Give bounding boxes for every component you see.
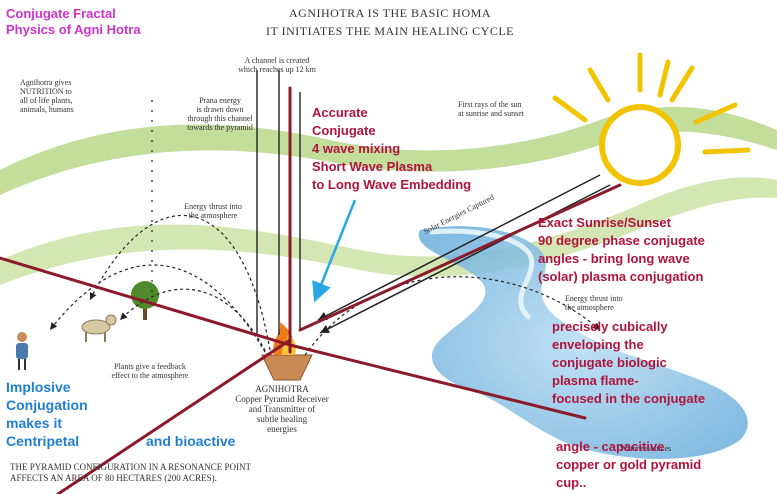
- green-wave-band-lower: [0, 177, 777, 285]
- energy-arc-left-2: [49, 264, 266, 353]
- agnihotra-pyramid: [261, 322, 313, 381]
- animal-illustration: [81, 314, 117, 342]
- title-line-2: IT INITIATES THE MAIN HEALING CYCLE: [265, 24, 515, 38]
- annotation-angle: angle - capacitive copper or gold pyrami…: [556, 439, 702, 490]
- annotation-cubic: precisely cubically enveloping the conju…: [552, 319, 706, 406]
- label-channel: A channel is created which reaches up 12…: [238, 56, 316, 74]
- label-energy-thrust-left: Energy thrust into the atmosphere: [184, 202, 242, 220]
- label-agnihotra: AGNIHOTRA Copper Pyramid Receiver and Tr…: [235, 384, 329, 434]
- solar-ray-arrow-2: [319, 184, 611, 334]
- label-first-rays: First rays of the sun at sunrise and sun…: [458, 100, 524, 118]
- energy-arc-left-3: [119, 288, 269, 357]
- title-line-1: AGNIHOTRA IS THE BASIC HOMA: [289, 6, 491, 20]
- label-plants-feedback: Plants give a feedback effect to the atm…: [111, 362, 189, 380]
- river-highlight: [429, 228, 535, 320]
- energy-arc-right: [304, 276, 601, 356]
- corner-label: Conjugate Fractal Physics of Agni Hotra: [6, 6, 141, 37]
- blue-pointer-arrow: [312, 199, 357, 303]
- solar-ray-arrow-1: [317, 174, 601, 321]
- annotation-accurate: Accurate Conjugate 4 wave mixing Short W…: [312, 105, 472, 192]
- sun: [552, 52, 751, 186]
- annotation-bioactive: and bioactive: [146, 433, 236, 449]
- person-illustration: [16, 332, 28, 370]
- label-water: Water resources: [620, 444, 672, 453]
- river: [418, 226, 748, 459]
- conjugate-line-diag-up: [298, 183, 622, 332]
- annotation-implosive: Implosive Conjugation makes it Centripet…: [6, 379, 88, 449]
- conjugate-line-diag-down: [56, 338, 292, 494]
- annotation-sunrise: Exact Sunrise/Sunset 90 degree phase con…: [538, 215, 705, 284]
- conjugate-line-horizontal-right: [288, 343, 587, 420]
- label-energy-thrust-right: Energy thrust into the atmosphere: [565, 294, 623, 312]
- conjugate-line-horizontal-left: [0, 256, 292, 347]
- energy-arc-left-1: [89, 214, 271, 351]
- label-bottom-caption: THE PYRAMID CONFIGURATION IN A RESONANCE…: [10, 462, 252, 483]
- tree-illustration: [131, 281, 159, 320]
- label-prana: Prana energy is drawn down through this …: [187, 96, 253, 132]
- green-wave-band-upper: [0, 106, 777, 195]
- label-nutrition: Agnihotra gives NUTRITION to all of life…: [20, 78, 74, 114]
